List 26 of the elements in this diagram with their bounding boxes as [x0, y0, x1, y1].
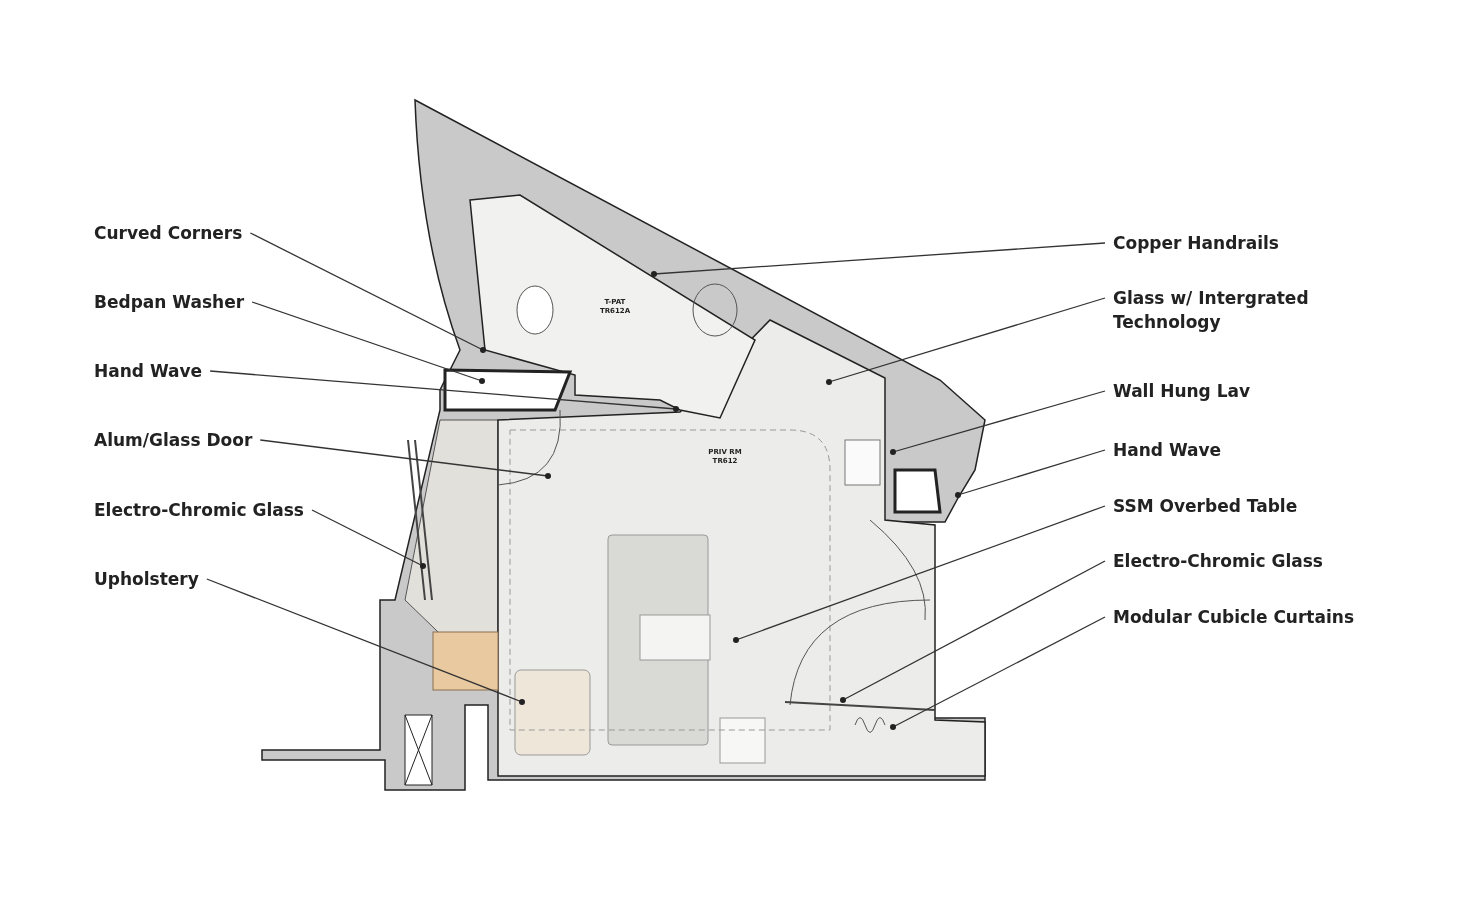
callout-label: Copper Handrails: [1113, 231, 1373, 255]
leader-line: [733, 505, 1106, 643]
leader-line: [826, 297, 1106, 385]
leader-line: [209, 370, 679, 412]
leader-line: [840, 560, 1106, 703]
leader-line: [206, 578, 525, 705]
callout-label: Curved Corners: [94, 221, 243, 245]
callout-label: Glass w/ Intergrated Technology: [1113, 286, 1373, 334]
callout-label: Hand Wave: [94, 359, 203, 383]
callout-label: Hand Wave: [1113, 438, 1373, 462]
leader-line: [890, 390, 1106, 455]
leader-line: [251, 301, 485, 384]
callout-label: Upholstery: [94, 567, 199, 591]
callout-label: SSM Overbed Table: [1113, 494, 1373, 518]
leader-line: [890, 616, 1106, 730]
callout-label: Alum/Glass Door: [94, 428, 253, 452]
leader-line: [259, 439, 551, 479]
callout-label: Electro-Chromic Glass: [1113, 549, 1373, 573]
leader-line: [311, 509, 426, 569]
leader-line: [249, 232, 486, 353]
callout-label: Electro-Chromic Glass: [94, 498, 304, 522]
callout-label: Bedpan Washer: [94, 290, 245, 314]
leader-line: [651, 242, 1106, 277]
callout-label: Wall Hung Lav: [1113, 379, 1373, 403]
callout-label: Modular Cubicle Curtains: [1113, 605, 1373, 629]
leader-line: [955, 449, 1106, 498]
